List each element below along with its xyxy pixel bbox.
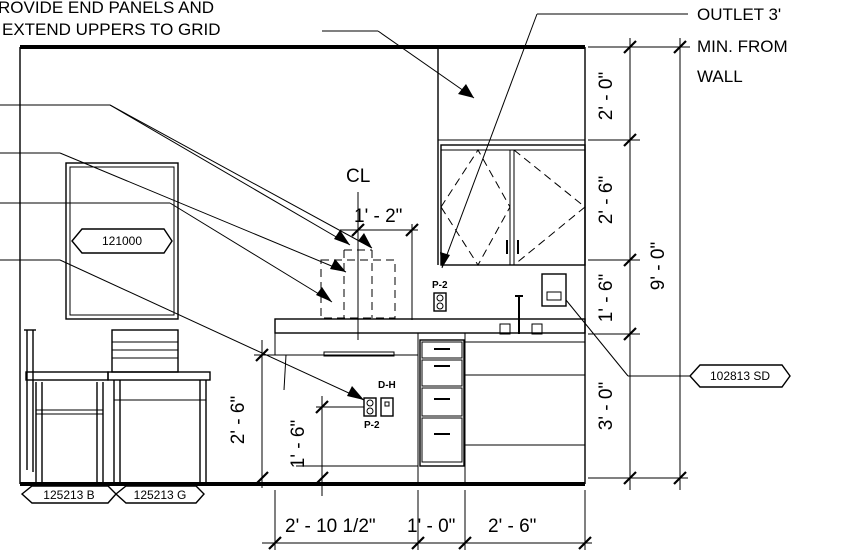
upper-cabinet bbox=[440, 144, 586, 266]
artwork-tag-label: 121000 bbox=[102, 234, 142, 248]
centerline-label: CL bbox=[346, 166, 370, 187]
stool-tag-label: 125213 B bbox=[43, 488, 94, 502]
device-label-p2-lower: P-2 bbox=[364, 420, 380, 431]
dispenser-tag bbox=[689, 364, 791, 388]
artwork-frame bbox=[65, 162, 179, 320]
chair-tag bbox=[114, 485, 205, 504]
drawer bbox=[421, 417, 463, 463]
arrowhead bbox=[334, 230, 350, 245]
dispenser bbox=[541, 273, 567, 307]
drawer-stack bbox=[419, 339, 465, 467]
dim-width-mid: 1' - 0" bbox=[407, 516, 455, 537]
dim-upper-cabinet: 2' - 6" bbox=[596, 176, 617, 224]
note-outlet-line3: WALL bbox=[697, 67, 743, 86]
arrowhead bbox=[458, 84, 474, 98]
dim-outlet-height: 1' - 6" bbox=[288, 420, 309, 468]
arrowhead bbox=[347, 386, 364, 400]
countertop bbox=[274, 318, 586, 334]
sink-basin bbox=[323, 351, 395, 357]
dim-base-height: 3' - 0" bbox=[596, 382, 617, 430]
data-outlet bbox=[380, 397, 394, 417]
artwork-tag bbox=[71, 228, 173, 254]
dim-upper-height: 2' - 0" bbox=[596, 72, 617, 120]
dim-width-right: 2' - 6" bbox=[488, 516, 536, 537]
dim-width-left: 2' - 10 1/2" bbox=[285, 516, 376, 537]
arrowhead bbox=[440, 252, 450, 268]
dispenser-tag-label: 102813 SD bbox=[710, 369, 770, 383]
chair-tag-label: 125213 G bbox=[134, 488, 187, 502]
device-label-p2-upper: P-2 bbox=[432, 280, 448, 291]
note-outlet-line2: MIN. FROM bbox=[697, 37, 788, 56]
device-label-dh: D-H bbox=[378, 380, 396, 391]
outlet-upper bbox=[433, 292, 447, 312]
counter-bracket bbox=[283, 354, 287, 391]
dim-overall-height: 9' - 0" bbox=[648, 242, 669, 290]
arrowhead bbox=[358, 233, 372, 248]
chair bbox=[107, 329, 211, 484]
cl-offset-dim: 1' - 2" bbox=[354, 206, 402, 227]
drawer bbox=[421, 387, 463, 417]
mirror-outline bbox=[320, 259, 396, 319]
dim-counter-height: 2' - 6" bbox=[228, 396, 249, 444]
dim-backsplash-gap: 1' - 6" bbox=[596, 274, 617, 322]
note-end-panels-line1: ROVIDE END PANELS AND bbox=[0, 0, 214, 17]
arrowhead bbox=[316, 287, 332, 302]
drawer bbox=[421, 359, 463, 387]
arrowhead bbox=[330, 259, 346, 272]
note-end-panels-line2: EXTEND UPPERS TO GRID bbox=[2, 20, 221, 39]
bar-stool bbox=[24, 329, 109, 484]
drawer bbox=[421, 341, 463, 359]
note-outlet-line1: OUTLET 3' bbox=[697, 5, 781, 24]
outlet-lower bbox=[363, 397, 377, 417]
